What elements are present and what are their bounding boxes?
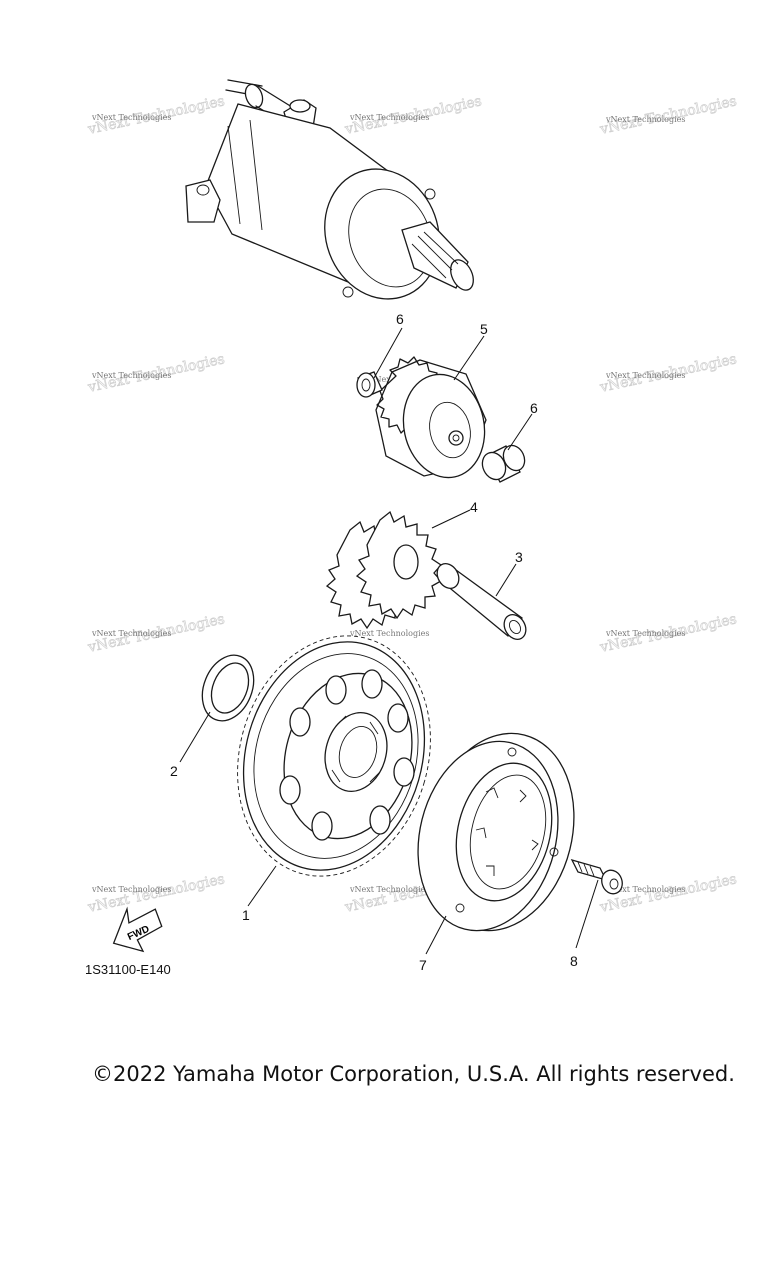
leader-5	[453, 335, 485, 381]
callout-6-right: 6	[530, 400, 538, 416]
diagram-code: 1S31100-E140	[85, 962, 171, 977]
leader-2	[179, 711, 211, 763]
leader-3	[495, 563, 517, 597]
watermark: vNext Technologies	[91, 629, 171, 638]
watermark: vNext Technologies	[349, 629, 429, 638]
bushing-6-right	[481, 444, 526, 483]
callout-3: 3	[515, 549, 523, 565]
watermark: vNext Technologies	[91, 371, 171, 380]
callout-layer: 6 5 6 4 3 2 1 7 8	[170, 311, 599, 973]
forward-direction-arrow: FWD	[112, 906, 163, 953]
callout-4: 4	[470, 499, 478, 515]
watermark: vNext Technologies	[349, 885, 429, 894]
leader-4	[431, 509, 471, 529]
watermark: vNext Technologies	[605, 115, 685, 124]
leader-8	[575, 879, 599, 949]
callout-7: 7	[419, 957, 427, 973]
callout-8: 8	[570, 953, 578, 969]
watermark: vNext Technologies	[605, 885, 685, 894]
watermark: vNext Technologies	[605, 371, 685, 380]
starter-wheel-gear-1	[237, 635, 431, 877]
idler-gear-4	[325, 510, 443, 630]
leader-1	[247, 865, 277, 907]
watermark: vNext Technologies	[91, 113, 171, 122]
bushing-6-left	[356, 371, 383, 398]
watermark: vNext Technologies	[605, 629, 685, 638]
leader-6b	[507, 413, 533, 451]
idler-shaft-3	[436, 563, 527, 640]
leader-6a	[373, 327, 403, 379]
copyright-notice: ©2022 Yamaha Motor Corporation, U.S.A. A…	[92, 1062, 735, 1086]
one-way-clutch-7	[417, 732, 575, 932]
watermark: vNext Technologies	[91, 885, 171, 894]
bolt-8	[570, 858, 623, 895]
callout-1: 1	[242, 907, 250, 923]
callout-2: 2	[170, 763, 178, 779]
idler-gear-5	[375, 356, 487, 479]
callout-5: 5	[480, 321, 488, 337]
starter-motor	[185, 79, 474, 300]
washer-2	[201, 654, 255, 722]
leader-7	[425, 915, 447, 955]
watermark: vNext Technologies	[349, 113, 429, 122]
callout-6-left: 6	[396, 311, 404, 327]
